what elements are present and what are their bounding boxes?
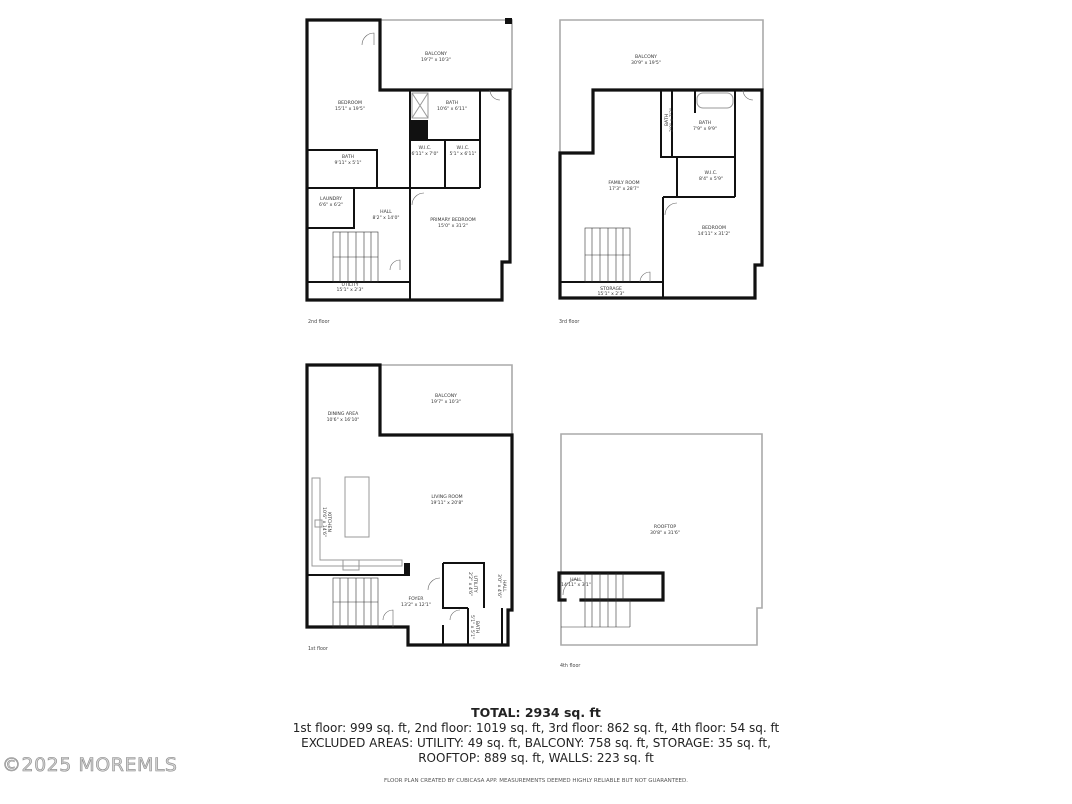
floor-label: 2nd floor (308, 319, 330, 325)
kitchen-island (344, 476, 370, 538)
svg-text:W.I.C.5'1" x 6'11": W.I.C.5'1" x 6'11" (449, 145, 476, 157)
staircase (561, 573, 631, 628)
staircase (332, 231, 379, 283)
staircase (584, 227, 631, 283)
exterior-wall (558, 88, 764, 300)
balcony-outline (559, 19, 764, 153)
balcony-outline (380, 364, 513, 435)
rooftop-outline (560, 433, 763, 646)
svg-text:HALL3'0" x 4'6": HALL3'0" x 4'6" (496, 574, 507, 598)
staircase (332, 577, 379, 628)
floor-label: 3rd floor (559, 319, 579, 325)
excluded-areas: EXCLUDED AREAS: UTILITY: 49 sq. ft, BALC… (301, 736, 771, 750)
floor-label: 1st floor (308, 646, 328, 652)
total-area: TOTAL: 2934 sq. ft (471, 705, 601, 720)
floor-label: 4th floor (560, 663, 580, 669)
disclaimer: FLOOR PLAN CREATED BY CUBICASA APP. MEAS… (383, 778, 689, 784)
stove (342, 559, 360, 571)
exterior-wall (305, 18, 512, 302)
interior-walls (307, 562, 503, 645)
svg-text:UTILITY2'2" x 4'6": UTILITY2'2" x 4'6" (467, 572, 478, 596)
svg-text:W.I.C.8'4" x 5'9": W.I.C.8'4" x 5'9" (699, 170, 723, 182)
excluded-areas-cont: ROOFTOP: 889 sq. ft, WALLS: 223 sq. ft (418, 751, 654, 765)
floor-areas: 1st floor: 999 sq. ft, 2nd floor: 1019 s… (292, 721, 780, 735)
svg-text:KITCHEN10'6" x 14'6": KITCHEN10'6" x 14'6" (321, 507, 332, 537)
svg-text:BATH5'1" x 5'1": BATH5'1" x 5'1" (469, 615, 480, 639)
svg-text:W.I.C.6'11" x 7'0": W.I.C.6'11" x 7'0" (411, 145, 438, 157)
svg-text:BATH2'9" x 7'3": BATH2'9" x 7'3" (664, 108, 675, 132)
watermark: ©2025 MOREMLS (2, 754, 178, 777)
